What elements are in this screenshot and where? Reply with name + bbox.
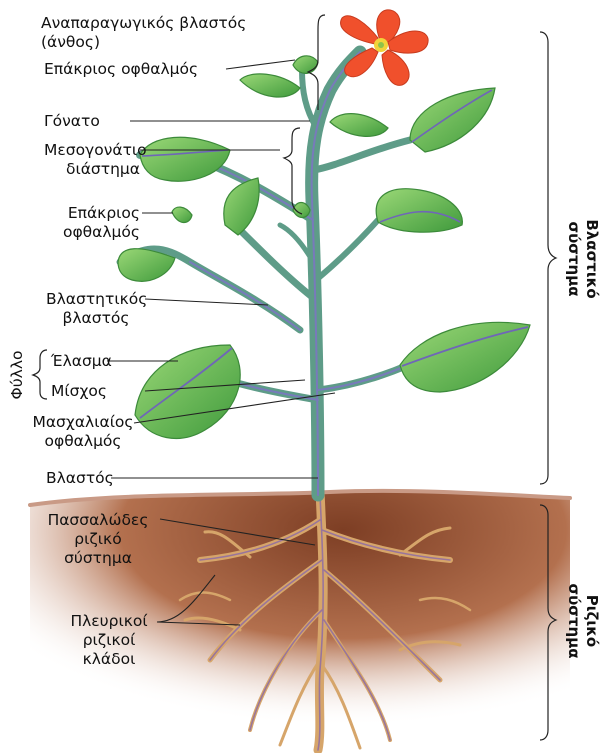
lateral-roots-label: Πλευρικοί ριζικοί κλάδοι xyxy=(62,612,156,669)
petiole-label: Μίσχος xyxy=(51,382,107,401)
taproot-label-line3: σύστημα xyxy=(36,549,160,568)
root-system-label-line2: σύστημα xyxy=(565,571,583,671)
vegetative-shoot-label: Βλαστητικός βλαστός xyxy=(46,290,146,328)
apical-bud-label-line1: Επάκριος xyxy=(44,204,140,223)
root-system-label-line1: Ριζικό xyxy=(583,571,601,671)
lateral-roots-label-line3: κλάδοι xyxy=(62,650,156,669)
flower xyxy=(341,10,429,86)
apical-bud-label: Επάκριος οφθαλμός xyxy=(44,204,140,242)
shoot-system-label: Βλαστικό σύστημα xyxy=(563,209,601,309)
shoot-system-label-line2: σύστημα xyxy=(565,209,583,309)
lateral-roots-label-line2: ριζικοί xyxy=(62,631,156,650)
blade-label: Έλασμα xyxy=(51,352,112,371)
lateral-roots-label-line1: Πλευρικοί xyxy=(62,612,156,631)
axillary-bud-label-line2: οφθαλμός xyxy=(28,432,138,451)
node-label: Γόνατο xyxy=(44,112,100,131)
apical-bud-top-label: Επάκριος οφθαλμός xyxy=(44,60,198,79)
taproot-label: Πασσαλώδες ριζικό σύστημα xyxy=(36,511,160,568)
axillary-bud-label-line1: Μασχαλιαίος xyxy=(28,413,138,432)
internode-label: Μεσογονάτιο διάστημα xyxy=(44,141,140,179)
taproot-label-line1: Πασσαλώδες xyxy=(36,511,160,530)
apical-bud-label-line2: οφθαλμός xyxy=(44,223,140,242)
flower-label-line1: Αναπαραγωγικός βλαστός xyxy=(41,14,246,33)
shoot-system-label-line1: Βλαστικό xyxy=(583,209,601,309)
vegetative-shoot-label-line1: Βλαστητικός xyxy=(46,290,146,309)
flower-label: Αναπαραγωγικός βλαστός (άνθος) xyxy=(41,14,246,52)
vegetative-shoot-label-line2: βλαστός xyxy=(46,309,146,328)
leaf-label: Φύλλο xyxy=(8,350,26,400)
axillary-bud-label: Μασχαλιαίος οφθαλμός xyxy=(28,413,138,451)
stem-label: Βλαστός xyxy=(46,469,114,488)
taproot-label-line2: ριζικό xyxy=(36,530,160,549)
root-system-label: Ριζικό σύστημα xyxy=(563,571,601,671)
internode-label-line1: Μεσογονάτιο xyxy=(44,141,140,160)
internode-label-line2: διάστημα xyxy=(44,160,140,179)
flower-label-line2: (άνθος) xyxy=(41,33,246,52)
